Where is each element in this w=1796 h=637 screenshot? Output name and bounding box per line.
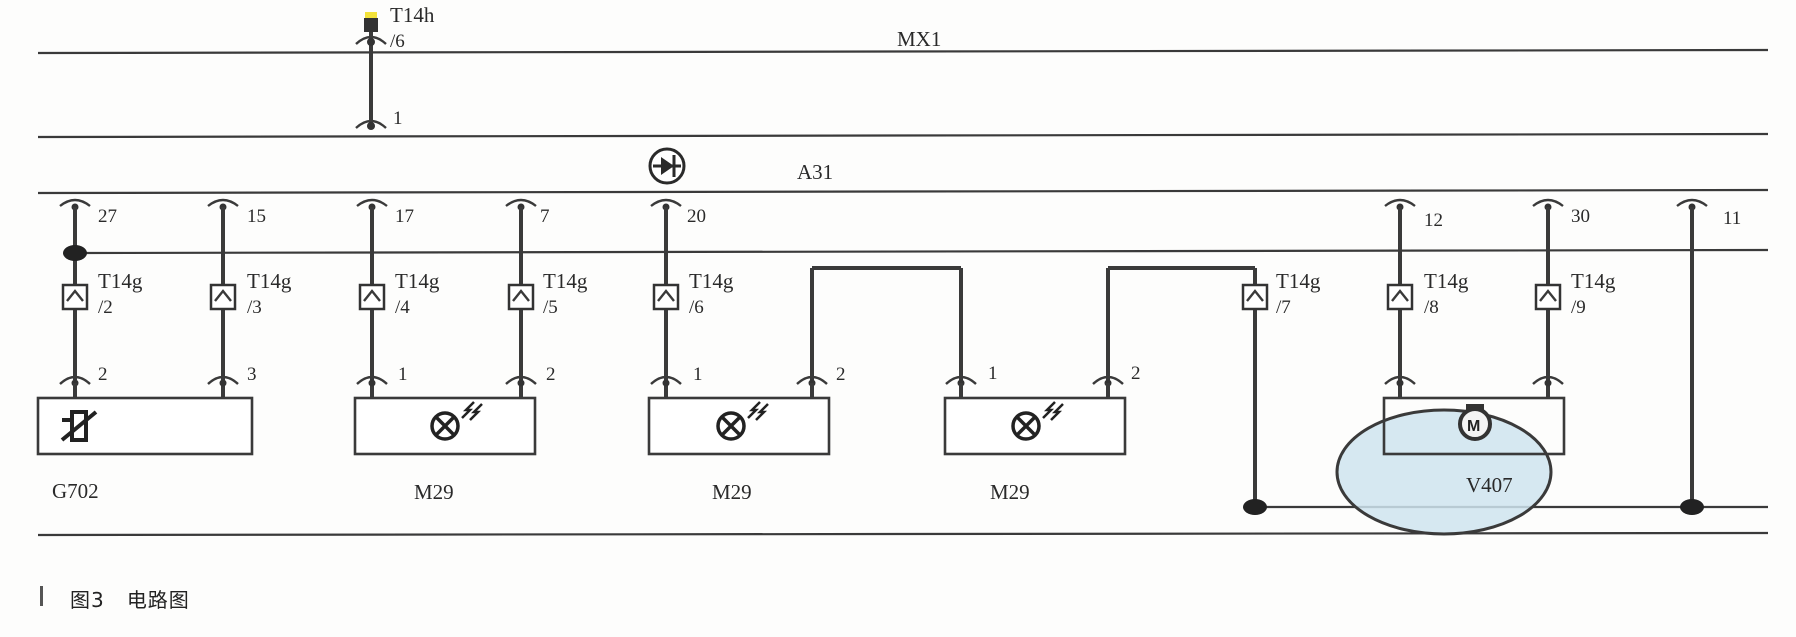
- bus-line-2: [37, 132, 1769, 139]
- bus-a31-label: A31: [797, 160, 833, 184]
- m29-c-pin-right: 2: [1131, 363, 1141, 384]
- m29-b-pin-right: 2: [836, 364, 846, 385]
- conn-label-7: T14g: [1424, 269, 1469, 293]
- device-v407-box: [1382, 396, 1566, 456]
- temperature-sensor-icon: [60, 410, 98, 442]
- column-wire-2: [207, 198, 239, 398]
- t14h-pin: /6: [390, 31, 405, 52]
- column-wire-9: [1676, 198, 1708, 515]
- top-pin-11: 11: [1723, 208, 1741, 229]
- dev-pin-4: 2: [546, 364, 556, 385]
- device-m29-b-label: M29: [712, 480, 752, 504]
- top-pin-17: 17: [395, 206, 414, 227]
- conn-label-2: T14g: [247, 269, 292, 293]
- column-wire-3: [356, 198, 388, 398]
- bus-mx1-label: MX1: [897, 27, 941, 51]
- diode-icon: [648, 147, 686, 185]
- conn-label-1: T14g: [98, 269, 143, 293]
- column-wire-1: [59, 198, 91, 398]
- conn-label-8: T14g: [1571, 269, 1616, 293]
- top-pin-7: 7: [540, 206, 550, 227]
- conn-pin-1: /2: [98, 297, 113, 318]
- bus-bottom-line: [37, 531, 1769, 537]
- t14h-label: T14h: [390, 3, 435, 27]
- conn-pin-5: /6: [689, 297, 704, 318]
- top-pin-30: 30: [1571, 206, 1590, 227]
- bus-a31-line: [37, 188, 1769, 195]
- conn-pin-4: /5: [543, 297, 558, 318]
- top-pin-27: 27: [98, 206, 117, 227]
- column-wire-5: [650, 198, 682, 398]
- column-wire-7: [1384, 198, 1416, 398]
- dev-pin-5: 1: [693, 364, 703, 385]
- svg-text:M: M: [1467, 418, 1480, 435]
- device-m29-a-box: [353, 396, 537, 456]
- conn-pin-7: /8: [1424, 297, 1439, 318]
- figure-caption: 图3 电路图: [70, 584, 190, 613]
- jumper-wire-1: [796, 266, 977, 398]
- column-wire-4: [505, 198, 537, 398]
- caption-marker: [40, 586, 43, 606]
- motor-icon: M: [1458, 404, 1492, 441]
- lamp-icon: [430, 401, 483, 441]
- dev-pin-3: 1: [398, 364, 408, 385]
- conn-label-5: T14g: [689, 269, 734, 293]
- conn-pin-2: /3: [247, 297, 262, 318]
- device-m29-a-label: M29: [414, 480, 454, 504]
- bus-mx1-line: [37, 48, 1769, 55]
- top-pin-15: 15: [247, 206, 266, 227]
- top-pin-20: 20: [687, 206, 706, 227]
- conn-pin-3: /4: [395, 297, 410, 318]
- conn-label-3: T14g: [395, 269, 440, 293]
- m29-c-pin-left: 1: [988, 363, 998, 384]
- t14h-lower-pin: 1: [393, 108, 403, 129]
- v407-highlight-circle: [1335, 408, 1553, 536]
- lamp-icon: [1011, 401, 1064, 441]
- lamp-icon: [716, 401, 769, 441]
- column-wire-8: [1532, 198, 1564, 398]
- conn-pin-6: /7: [1276, 297, 1291, 318]
- conn-label-4: T14g: [543, 269, 588, 293]
- t14h-connector: [355, 12, 387, 130]
- dev-pin-2: 3: [247, 364, 257, 385]
- dev-pin-1: 2: [98, 364, 108, 385]
- device-v407-label: V407: [1466, 473, 1513, 497]
- caption-figure-number: 图3: [70, 588, 105, 612]
- bus-junction-line: [79, 248, 1769, 255]
- jumper-wire-2: [1092, 266, 1269, 515]
- device-g702-label: G702: [52, 479, 99, 503]
- top-pin-12: 12: [1424, 210, 1443, 231]
- caption-title: 电路图: [126, 588, 190, 612]
- device-m29-c-label: M29: [990, 480, 1030, 504]
- conn-pin-8: /9: [1571, 297, 1586, 318]
- conn-label-6: T14g: [1276, 269, 1321, 293]
